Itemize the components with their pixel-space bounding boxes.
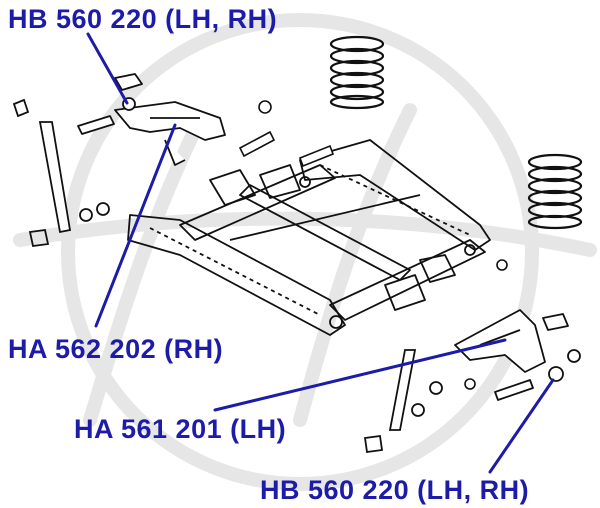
leader-ha562	[94, 123, 177, 328]
label-ha561201-lh: HA 561 201 (LH)	[74, 414, 287, 444]
label-ha562202-rh: HA 562 202 (RH)	[8, 334, 224, 364]
upper-control-arm-left	[77, 73, 226, 166]
leader-lines	[86, 32, 555, 474]
leader-top	[86, 32, 129, 105]
leader-ha561	[213, 338, 507, 412]
stabilizer-link-left	[12, 98, 110, 248]
stabilizer-link-right	[363, 349, 581, 454]
mounting-bolts	[238, 100, 508, 390]
label-hb560220-top: HB 560 220 (LH, RH)	[8, 4, 278, 34]
circle-h-watermark-icon	[13, 13, 597, 491]
coil-spring-top	[329, 35, 385, 110]
subframe	[127, 139, 491, 336]
coil-spring-right	[527, 153, 583, 230]
label-hb560220-bottom: HB 560 220 (LH, RH)	[260, 475, 530, 505]
leader-bottom	[488, 378, 555, 474]
